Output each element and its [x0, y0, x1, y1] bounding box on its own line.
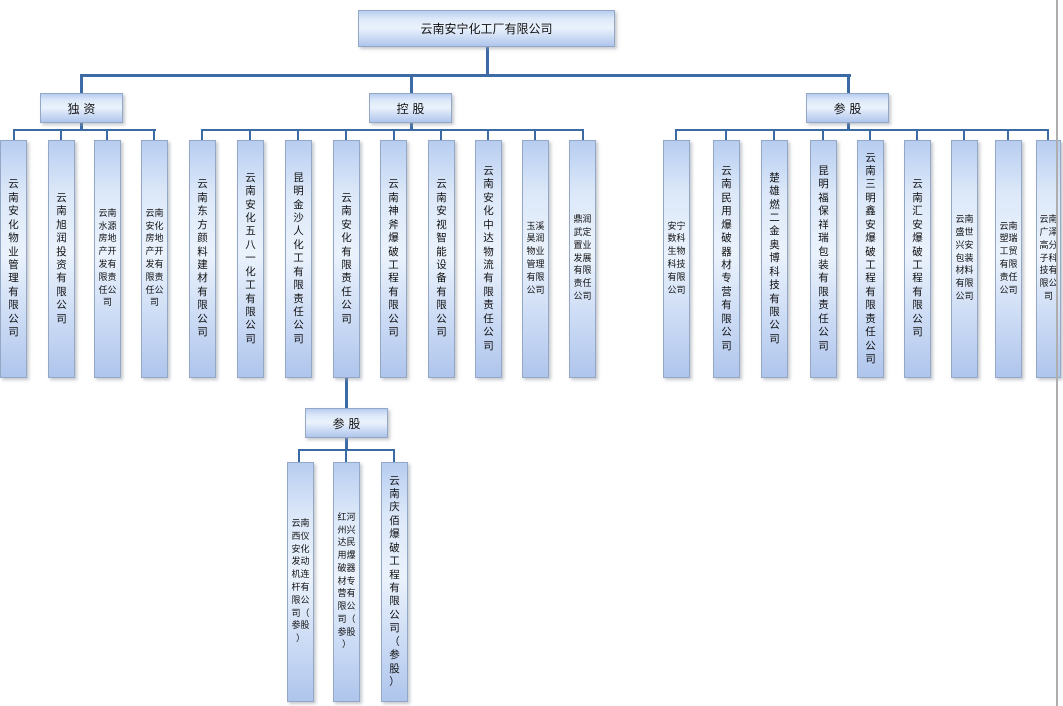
connector-line: [410, 123, 413, 131]
connector-line: [345, 378, 348, 408]
company-name: 云南民用爆破器材专营有限公司: [721, 164, 732, 352]
category-box-minority: 参 股: [806, 93, 889, 123]
connector-line: [393, 130, 395, 140]
company-name: 红河州兴达民用爆破器材专营有限公司（参股）: [337, 512, 356, 651]
company-box: 云南安化房地产开发有限责任公司: [141, 140, 168, 378]
company-box: 云南民用爆破器材专营有限公司: [713, 140, 740, 378]
connector-line: [345, 130, 347, 140]
category-label: 参 股: [833, 101, 862, 116]
company-box: 云南庆佰爆破工程有限公司（参股）: [381, 462, 408, 702]
company-name: 云南安化房地产开发有限责任公司: [145, 208, 164, 309]
company-box: 云南安化五八一化工有限公司: [237, 140, 264, 378]
company-box: 云南旭润投资有限公司: [48, 140, 75, 378]
category-box-sole: 独 资: [40, 93, 123, 123]
category-box-holding: 控 股: [369, 93, 452, 123]
company-name: 云南神斧爆破工程有限公司: [388, 178, 399, 339]
company-box: 云南安视智能设备有限公司: [428, 140, 455, 378]
connector-line: [345, 450, 347, 462]
company-name: 云南盛世兴安包装材料有限公司: [955, 215, 974, 302]
company-name: 云南广泽高分子科技有限公司: [1039, 215, 1058, 302]
connector-line: [201, 130, 203, 140]
connector-line: [393, 450, 395, 462]
company-box: 昆明福保祥瑞包装有限责任公司: [810, 140, 837, 378]
company-name: 云南塑瑞工贸有限责任公司: [999, 221, 1018, 296]
company-name: 云南安化物业管理有限公司: [8, 178, 19, 339]
connector-line: [725, 130, 727, 140]
connector-line: [869, 130, 871, 140]
company-box: 云南三明鑫安爆破工程有限责任公司: [857, 140, 884, 378]
company-box: 云南盛世兴安包装材料有限公司: [951, 140, 978, 378]
company-box: 红河州兴达民用爆破器材专营有限公司（参股）: [333, 462, 360, 702]
company-name: 昆明福保祥瑞包装有限责任公司: [818, 164, 829, 352]
connector-line: [440, 130, 442, 140]
connector-line: [822, 130, 824, 140]
connector-line: [153, 130, 155, 140]
company-box: 楚雄燃二金奥博科技有限公司: [761, 140, 788, 378]
category-label: 独 资: [67, 101, 96, 116]
company-box: 鼎润武定置业发展有限责任公司: [569, 140, 596, 378]
connector-line: [1007, 130, 1009, 140]
connector-line: [80, 76, 83, 93]
connector-line: [963, 130, 965, 140]
root-company-box: 云南安宁化工厂有限公司: [358, 10, 615, 47]
company-box: 云南安化物业管理有限公司: [0, 140, 27, 378]
connector-line: [297, 130, 299, 140]
company-box: 云南西仪安化发动机连杆有限公司（参股）: [287, 462, 314, 702]
company-name: 玉溪昊润物业管理有限公司: [526, 221, 545, 296]
company-name: 昆明金沙人化工有限责任公司: [293, 171, 304, 345]
company-name: 云南三明鑫安爆破工程有限责任公司: [865, 151, 876, 366]
company-box: 云南神斧爆破工程有限公司: [380, 140, 407, 378]
company-name: 云南水源房地产开发有限责任公司: [98, 208, 117, 309]
company-name: 安宁数科生物科技有限公司: [667, 221, 686, 296]
root-company-name: 云南安宁化工厂有限公司: [420, 22, 553, 36]
connector-line: [80, 74, 851, 77]
company-name: 云南汇安爆破工程有限公司: [912, 178, 923, 339]
category-box-minority-sub: 参 股: [305, 408, 388, 438]
company-box: 云南安化有限责任公司: [333, 140, 360, 378]
company-box: 云南安化中达物流有限责任公司: [475, 140, 502, 378]
connector-line: [13, 129, 156, 131]
connector-line: [60, 130, 62, 140]
connector-line: [582, 130, 584, 140]
connector-line: [773, 130, 775, 140]
company-box: 安宁数科生物科技有限公司: [663, 140, 690, 378]
company-box: 云南汇安爆破工程有限公司: [904, 140, 931, 378]
connector-line: [487, 130, 489, 140]
connector-line: [345, 438, 348, 451]
company-name: 云南东方颜料建材有限公司: [197, 178, 208, 339]
connector-line: [534, 130, 536, 140]
connector-line: [486, 46, 489, 77]
company-name: 云南西仪安化发动机连杆有限公司（参股）: [291, 519, 310, 645]
company-box: 昆明金沙人化工有限责任公司: [285, 140, 312, 378]
category-label: 参 股: [332, 416, 361, 431]
connector-line: [1047, 130, 1049, 140]
company-name: 云南安化五八一化工有限公司: [245, 171, 256, 345]
company-box: 云南塑瑞工贸有限责任公司: [995, 140, 1022, 378]
company-name: 云南庆佰爆破工程有限公司（参股）: [389, 474, 400, 689]
category-label: 控 股: [396, 101, 425, 116]
connector-line: [106, 130, 108, 140]
connector-line: [847, 123, 850, 131]
connector-line: [201, 129, 584, 131]
connector-line: [916, 130, 918, 140]
company-name: 云南安化有限责任公司: [341, 191, 352, 325]
company-box: 云南水源房地产开发有限责任公司: [94, 140, 121, 378]
connector-line: [249, 130, 251, 140]
connector-line: [675, 130, 677, 140]
company-name: 楚雄燃二金奥博科技有限公司: [769, 171, 780, 345]
company-box: 玉溪昊润物业管理有限公司: [522, 140, 549, 378]
company-name: 云南安视智能设备有限公司: [436, 178, 447, 339]
connector-line: [847, 76, 850, 93]
connector-line: [13, 130, 15, 140]
connector-line: [410, 76, 413, 93]
page-edge-line: [1056, 0, 1058, 706]
company-name: 云南旭润投资有限公司: [56, 191, 67, 325]
company-name: 鼎润武定置业发展有限责任公司: [573, 215, 592, 302]
connector-line: [80, 123, 83, 131]
company-box: 云南东方颜料建材有限公司: [189, 140, 216, 378]
connector-line: [675, 129, 1049, 131]
connector-line: [298, 450, 300, 462]
company-name: 云南安化中达物流有限责任公司: [483, 164, 494, 352]
